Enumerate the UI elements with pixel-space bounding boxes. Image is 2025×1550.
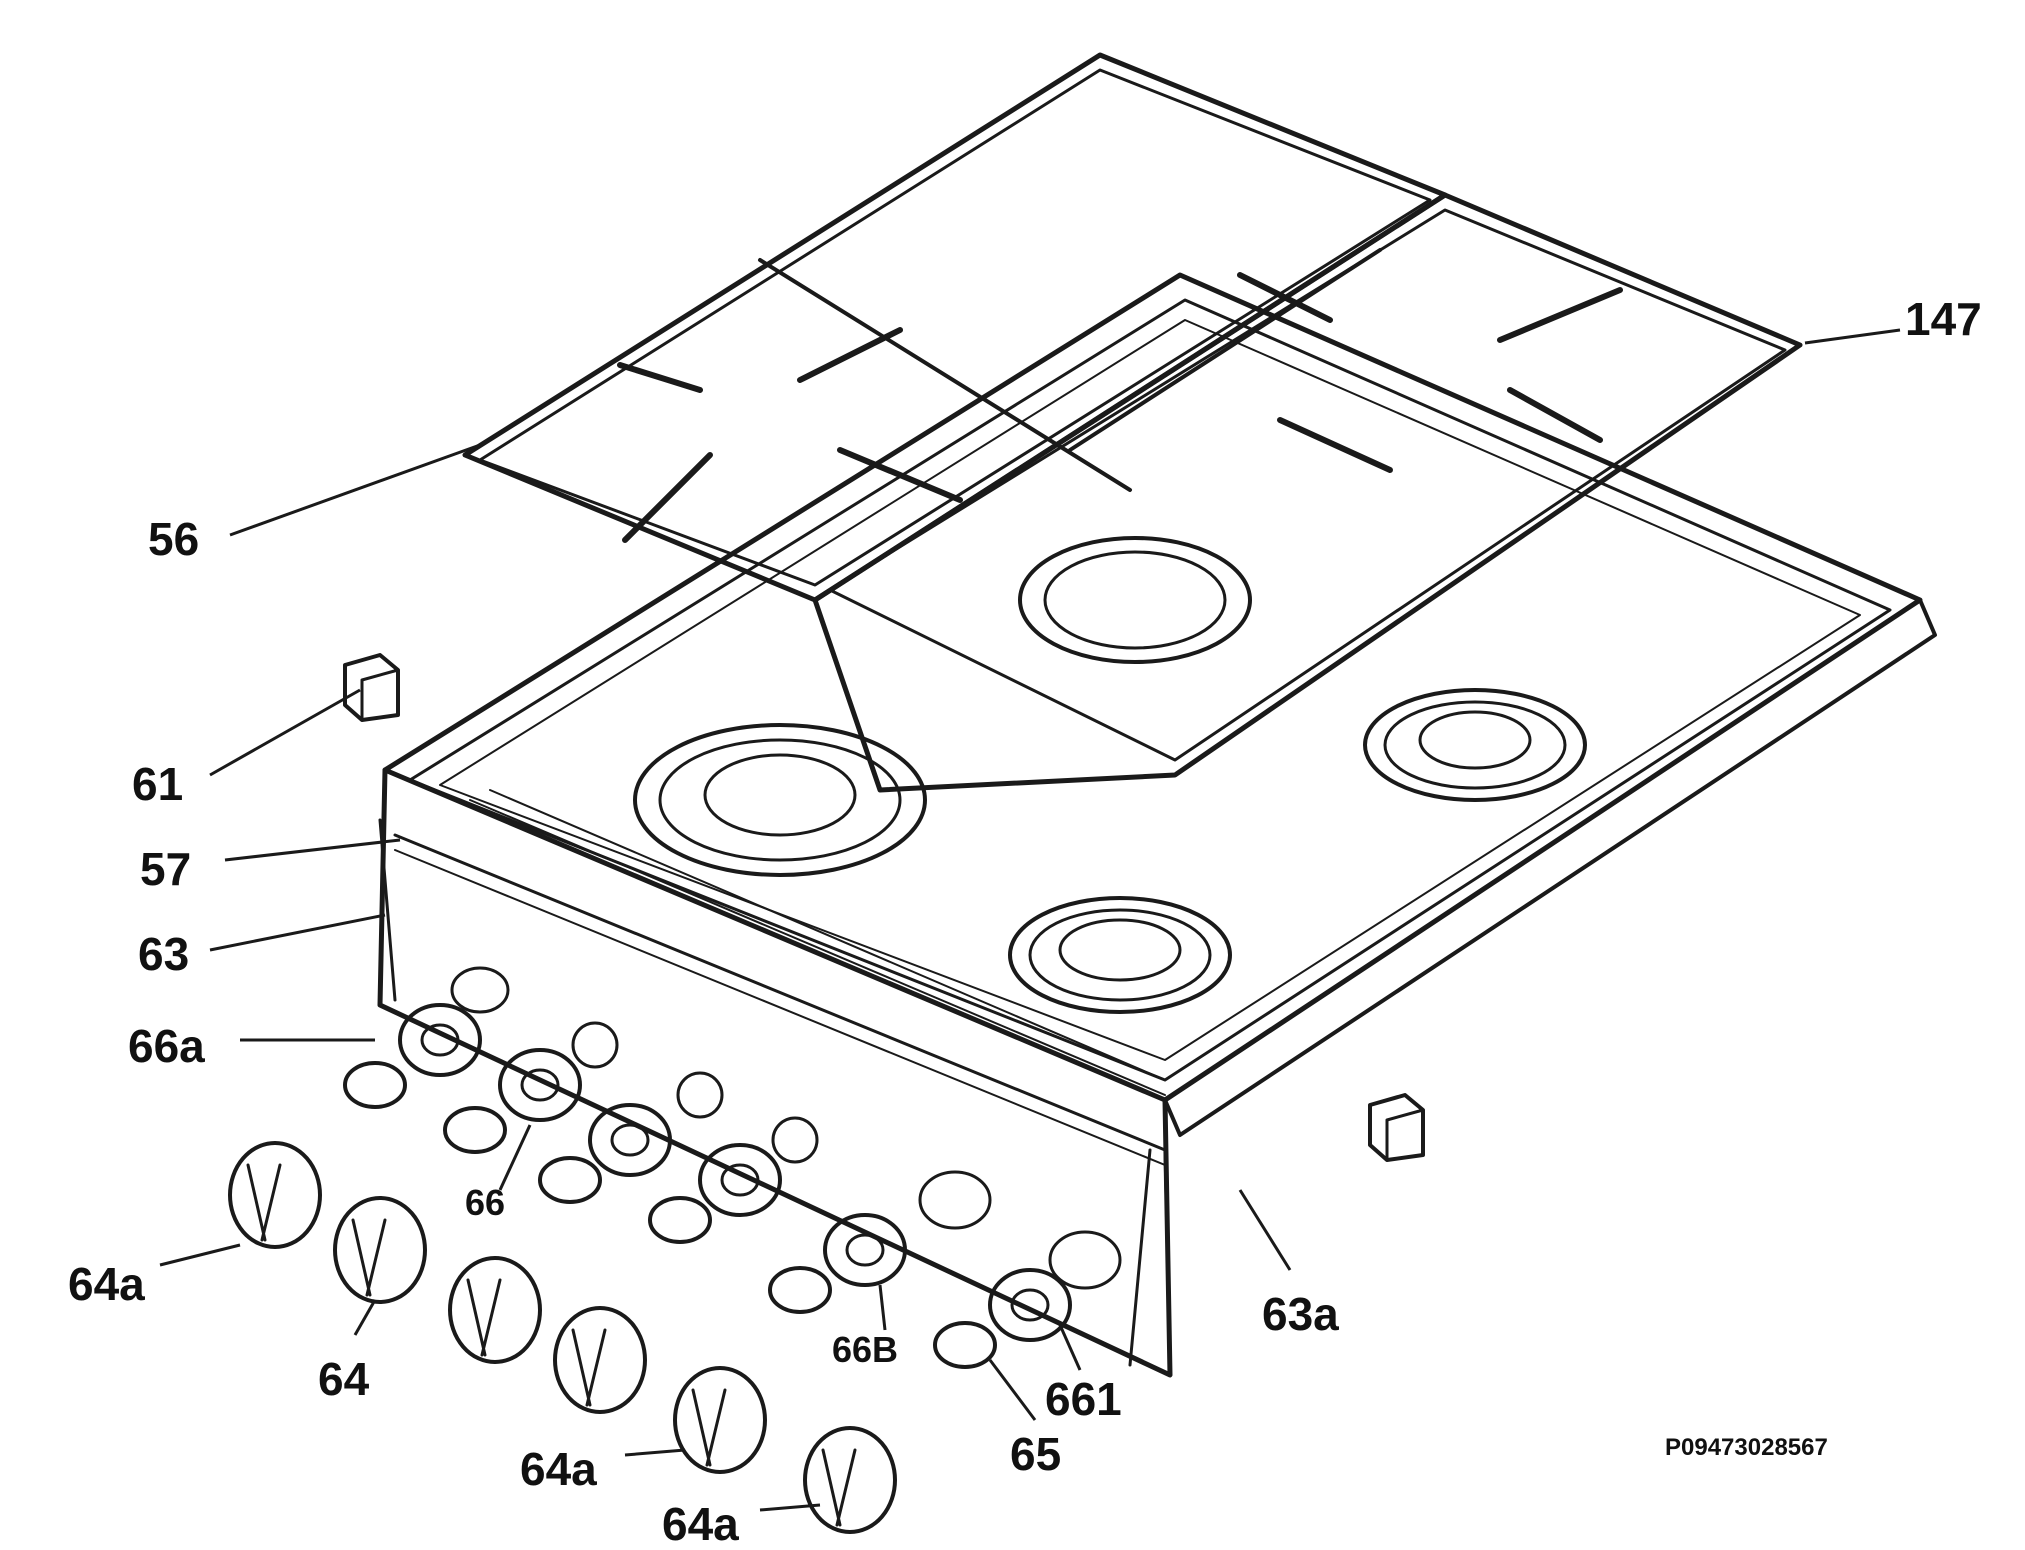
reference-code: P09473028567 — [1665, 1434, 1828, 1461]
clip-left — [343, 653, 400, 722]
label-63: 63 — [138, 928, 189, 980]
tap-spindles — [343, 966, 1122, 1369]
label-147: 147 — [1905, 293, 1982, 345]
pan-support-grid — [462, 52, 1803, 793]
label-66a: 66a — [128, 1020, 205, 1072]
label-66B: 66B — [832, 1329, 898, 1370]
control-knobs — [228, 1141, 897, 1534]
label-65: 65 — [1010, 1428, 1061, 1480]
burner-front-left — [633, 723, 927, 877]
label-66: 66 — [465, 1182, 505, 1223]
clip-right — [1368, 1093, 1425, 1162]
burner-front-right — [1008, 896, 1232, 1014]
burner-rear-center — [1018, 536, 1252, 664]
label-661: 661 — [1045, 1373, 1122, 1425]
label-64a-left: 64a — [68, 1258, 145, 1310]
leader-lines — [159, 328, 1901, 1512]
burner-rear-right — [1363, 688, 1587, 802]
label-56: 56 — [148, 513, 199, 565]
hob-body — [377, 272, 1937, 1378]
label-64a-middle: 64a — [520, 1443, 597, 1495]
label-61: 61 — [132, 758, 183, 810]
label-64a-bottom: 64a — [662, 1498, 739, 1550]
part-labels: 147 56 61 57 63 66a 66 64a 64 64a 64a 66… — [68, 293, 1982, 1550]
label-64: 64 — [318, 1353, 370, 1405]
label-57: 57 — [140, 843, 191, 895]
label-63a: 63a — [1262, 1288, 1339, 1340]
